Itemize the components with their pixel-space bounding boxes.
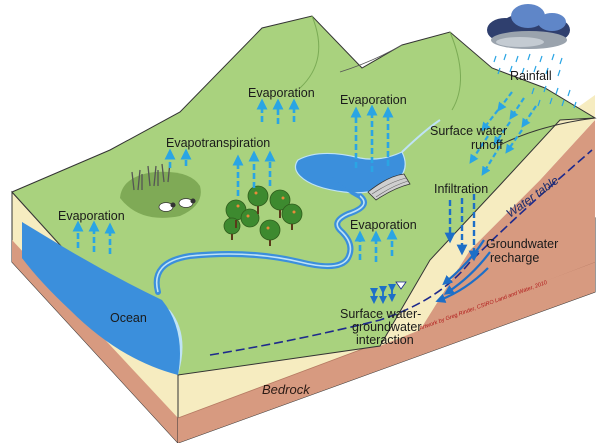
evaporation-arrows-top — [256, 98, 300, 124]
trees — [223, 185, 303, 246]
ridge-line — [299, 15, 320, 89]
ocean-fill — [22, 222, 180, 375]
rain-drops — [493, 53, 577, 109]
label-interaction-line3: interaction — [356, 333, 414, 347]
soil-wedge — [380, 95, 595, 346]
water-table-line — [209, 149, 593, 356]
bedrock-wedge — [420, 120, 595, 330]
dam — [367, 173, 411, 201]
stream-upper — [401, 119, 441, 153]
rain-cloud-icon — [487, 4, 570, 49]
label-evaporation-top: Evaporation — [248, 86, 315, 100]
pasture — [120, 161, 201, 218]
label-surface-runoff-line2: runoff — [471, 138, 503, 152]
label-evapotranspiration: Evapotranspiration — [166, 136, 270, 150]
evapotranspiration-arrows — [164, 148, 276, 196]
label-rainfall: Rainfall — [510, 69, 552, 83]
label-infiltration: Infiltration — [434, 182, 488, 196]
label-bedrock: Bedrock — [262, 382, 311, 397]
infiltration-arrows — [444, 194, 480, 262]
ridge-line-3 — [449, 31, 461, 111]
label-groundwater-recharge-line2: recharge — [490, 251, 539, 265]
land-edge-front — [499, 117, 596, 146]
label-interaction-line2: groundwater — [352, 320, 422, 334]
label-surface-runoff-line1: Surface water — [430, 124, 507, 138]
evaporation-arrows-river — [354, 228, 398, 262]
label-evaporation-left: Evaporation — [58, 209, 125, 223]
label-ocean: Ocean — [110, 311, 147, 325]
evaporation-arrows-left — [72, 220, 116, 254]
label-groundwater-recharge-line1: Groundwater — [486, 237, 558, 251]
groundwater-flow-arrows — [435, 239, 491, 303]
label-evaporation-lake: Evaporation — [340, 93, 407, 107]
water-table-symbol — [395, 281, 407, 290]
sheep-icon — [158, 198, 196, 212]
evaporation-arrows-lake — [350, 104, 394, 172]
label-interaction-line1: Surface water- — [340, 307, 421, 321]
dam-outflow — [330, 177, 361, 198]
interaction-arrows — [369, 283, 397, 305]
rainfall-arrows — [469, 91, 537, 176]
label-evaporation-river: Evaporation — [350, 218, 417, 232]
ridge-line-2 — [339, 44, 403, 73]
river-light — [155, 177, 365, 293]
